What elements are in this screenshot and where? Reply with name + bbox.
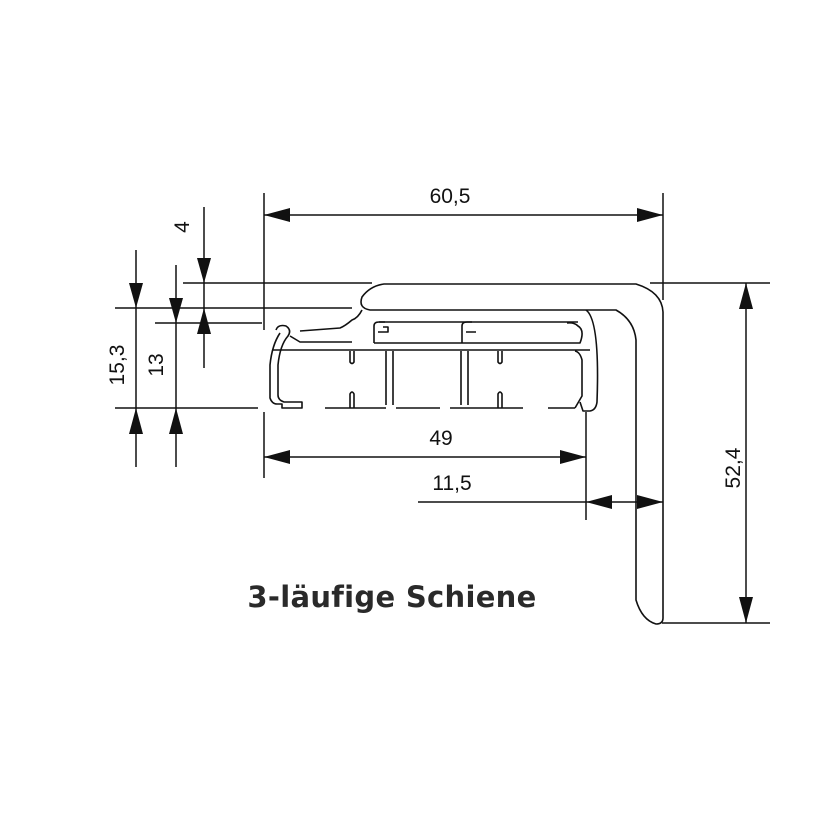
dim-label-overall-width: 60,5 <box>430 185 471 208</box>
dimension-side-offset: 11,5 <box>432 472 663 509</box>
rail-profile-body <box>269 321 590 409</box>
dimension-overall-width: 60,5 <box>264 185 663 222</box>
dim-label-rail-width: 49 <box>429 427 452 450</box>
extension-lines <box>115 193 770 624</box>
dim-label-height-inner: 13 <box>145 353 168 376</box>
dim-label-lip-height: 4 <box>171 221 194 233</box>
dim-label-side-offset: 11,5 <box>432 472 471 495</box>
dimension-rail-width: 49 <box>264 427 586 464</box>
rail-profile-cover <box>299 283 664 625</box>
dimension-height-outer: 15,3 <box>106 250 143 467</box>
dim-label-overall-height: 52,4 <box>722 447 745 488</box>
dim-label-height-outer: 15,3 <box>106 345 129 386</box>
dimension-height-inner: 13 <box>145 265 183 467</box>
dimension-lip-height: 4 <box>171 207 211 368</box>
dimension-overall-height: 52,4 <box>722 283 753 623</box>
drawing-title: 3-läufige Schiene <box>247 580 537 614</box>
